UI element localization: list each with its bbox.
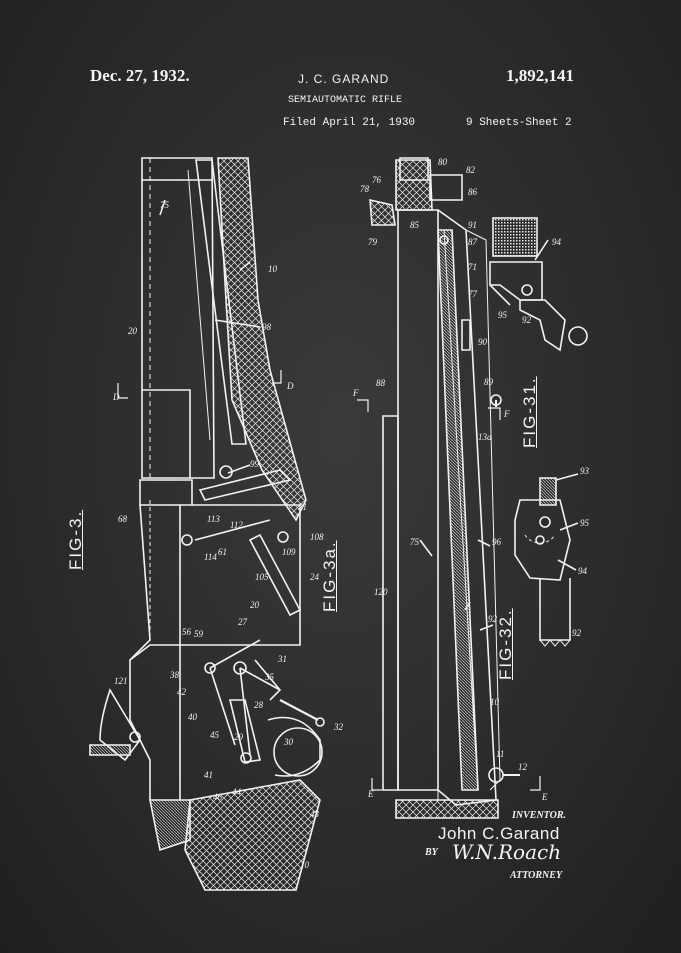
filed-date: Filed April 21, 1930 (283, 117, 416, 129)
svg-text:77: 77 (468, 289, 478, 299)
svg-text:95: 95 (498, 310, 508, 320)
svg-text:11: 11 (496, 749, 504, 759)
svg-text:24: 24 (310, 572, 320, 582)
svg-text:45: 45 (210, 730, 220, 740)
fig3-drawing (89, 157, 325, 891)
patent-title: SEMIAUTOMATIC RIFLE (288, 95, 403, 106)
svg-text:92: 92 (572, 628, 582, 638)
svg-text:87: 87 (468, 237, 478, 247)
fig3-label: FIG-3. (66, 509, 85, 570)
svg-text:88: 88 (376, 378, 386, 388)
patent-date: Dec. 27, 1932. (90, 66, 190, 85)
svg-text:D: D (112, 392, 120, 402)
svg-text:120: 120 (374, 587, 388, 597)
svg-text:12: 12 (518, 762, 528, 772)
svg-text:59: 59 (194, 629, 204, 639)
svg-text:44: 44 (232, 787, 242, 797)
sheet-info: 9 Sheets-Sheet 2 (466, 117, 572, 129)
fig31-label: FIG-31. (520, 376, 539, 448)
svg-text:93: 93 (580, 466, 590, 476)
svg-text:56: 56 (182, 627, 192, 637)
inventor-label: INVENTOR. (512, 810, 566, 821)
fig31-drawing (489, 217, 588, 352)
svg-text:30: 30 (283, 737, 294, 747)
svg-text:75: 75 (410, 537, 420, 547)
svg-text:113: 113 (207, 514, 220, 524)
svg-text:92: 92 (522, 315, 532, 325)
svg-text:80: 80 (438, 157, 448, 167)
svg-text:91: 91 (468, 220, 477, 230)
attorney-label: ATTORNEY (510, 870, 563, 881)
svg-text:105: 105 (255, 572, 269, 582)
svg-text:10: 10 (300, 860, 310, 870)
svg-text:46: 46 (213, 792, 223, 802)
reference-numerals: 75 10 20 98 99 68 113 112 114 61 21 108 … (112, 157, 590, 870)
svg-text:76: 76 (372, 175, 382, 185)
svg-text:41: 41 (204, 770, 213, 780)
svg-text:13a: 13a (478, 432, 492, 442)
svg-text:35: 35 (264, 672, 275, 682)
svg-text:F: F (352, 388, 359, 398)
svg-text:114: 114 (204, 552, 217, 562)
svg-text:20: 20 (250, 600, 260, 610)
svg-text:98: 98 (262, 322, 272, 332)
fig32-drawing (514, 473, 579, 647)
svg-text:90: 90 (478, 337, 488, 347)
svg-text:38: 38 (169, 670, 180, 680)
svg-text:85: 85 (410, 220, 420, 230)
by-label: BY (425, 847, 438, 858)
svg-text:61: 61 (218, 547, 227, 557)
fig3a-drawing (357, 157, 541, 819)
svg-text:82: 82 (466, 165, 476, 175)
svg-text:79: 79 (368, 237, 378, 247)
svg-text:27: 27 (238, 617, 248, 627)
svg-text:108: 108 (310, 532, 324, 542)
patent-number: 1,892,141 (506, 66, 574, 85)
svg-text:95: 95 (580, 518, 590, 528)
svg-text:99: 99 (250, 459, 260, 469)
svg-text:89: 89 (484, 377, 494, 387)
svg-text:112: 112 (230, 520, 243, 530)
attorney-signature: W.N.Roach (452, 840, 562, 864)
inventor-signature: John C.Garand (438, 824, 560, 843)
svg-text:109: 109 (282, 547, 296, 557)
svg-text:92: 92 (488, 614, 498, 624)
svg-text:F: F (503, 409, 510, 419)
inventor-name: J. C. GARAND (298, 72, 390, 86)
svg-text:E: E (541, 792, 548, 802)
svg-text:28: 28 (254, 700, 264, 710)
svg-text:71: 71 (468, 262, 477, 272)
svg-text:32: 32 (333, 722, 344, 732)
svg-text:31: 31 (277, 654, 287, 664)
svg-text:43: 43 (310, 809, 320, 819)
svg-text:40: 40 (188, 712, 198, 722)
svg-text:96: 96 (492, 537, 502, 547)
svg-text:D: D (286, 381, 294, 391)
svg-text:10: 10 (268, 264, 278, 274)
fig3a-label: FIG-3a. (320, 540, 339, 612)
svg-text:21: 21 (298, 502, 307, 512)
svg-text:29: 29 (234, 732, 244, 742)
svg-text:E: E (367, 789, 374, 799)
svg-text:86: 86 (468, 187, 478, 197)
svg-text:68: 68 (118, 514, 128, 524)
fig32-label: FIG-32. (496, 608, 515, 680)
svg-text:121: 121 (114, 676, 128, 686)
svg-text:42: 42 (177, 687, 187, 697)
svg-text:75: 75 (160, 200, 170, 210)
svg-text:78: 78 (360, 184, 370, 194)
svg-text:10: 10 (490, 697, 500, 707)
svg-text:94: 94 (552, 237, 562, 247)
svg-text:94: 94 (578, 566, 588, 576)
svg-text:20: 20 (128, 326, 138, 336)
